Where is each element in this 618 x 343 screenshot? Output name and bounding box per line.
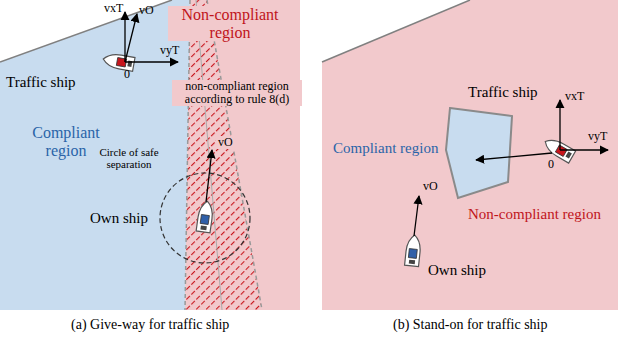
ship-label: Traffic ship xyxy=(6,74,76,91)
ship-stern xyxy=(200,226,206,231)
ship-label: Own ship xyxy=(90,210,148,227)
ship-hull xyxy=(196,200,214,233)
land xyxy=(0,0,172,62)
axis-arrow xyxy=(560,149,608,150)
velocity-arrow xyxy=(414,196,419,236)
velocity-label: vO xyxy=(216,136,235,149)
land xyxy=(322,0,470,62)
ship-label: Own ship xyxy=(428,262,486,279)
velocity-label: vO xyxy=(423,180,438,193)
ship-deck xyxy=(408,249,417,259)
coastline xyxy=(0,0,172,62)
panel-a xyxy=(0,0,300,310)
wedge-edge xyxy=(207,0,262,310)
velocity-arrow xyxy=(476,153,552,160)
safe-separation-circle xyxy=(160,173,250,263)
origin-label: 0 xyxy=(124,68,130,81)
caption: (b) Stand-on for traffic ship xyxy=(393,317,547,332)
velocity-arrow xyxy=(125,14,137,62)
ship-deck xyxy=(555,145,567,156)
coastline xyxy=(322,0,470,62)
velocity-arrow xyxy=(206,150,212,202)
velocity-label: vO xyxy=(139,4,154,17)
axis-label: vyT xyxy=(588,130,607,143)
ship-hull xyxy=(405,234,422,266)
axis-arrow xyxy=(125,61,178,62)
region-label: Non-compliant region xyxy=(168,6,292,41)
non-compliant-region xyxy=(322,0,618,310)
origin-label: 0 xyxy=(548,158,554,171)
region-label: Non-compliant region xyxy=(468,206,601,223)
circle-label: Circle of safe separation xyxy=(88,146,170,170)
axis-arrow xyxy=(124,12,125,62)
rule-8d-wedge xyxy=(185,0,262,310)
axis-arrow xyxy=(559,100,560,150)
own-ship xyxy=(405,234,422,266)
panel-b xyxy=(322,0,618,310)
wedge-edge xyxy=(185,0,190,310)
ship-label: Traffic ship xyxy=(468,84,538,101)
caption: (a) Give-way for traffic ship xyxy=(71,317,229,332)
axis-label: vxT xyxy=(565,90,584,103)
wedge-center xyxy=(196,0,222,310)
compliant-region xyxy=(446,108,512,198)
rule-label: non-compliant region according to rule 8… xyxy=(172,80,302,106)
region-label: Compliant region xyxy=(333,140,438,157)
ship-hull xyxy=(542,135,576,163)
own-ship xyxy=(196,200,214,233)
traffic-ship xyxy=(542,135,576,163)
axis-label: vxT xyxy=(104,2,123,15)
ship-deck xyxy=(200,214,209,224)
compliant-region xyxy=(0,0,190,310)
ship-stern xyxy=(565,151,571,158)
ship-stern xyxy=(409,260,415,265)
region-label: Compliant region xyxy=(20,124,112,159)
axis-label: vyT xyxy=(160,44,179,57)
